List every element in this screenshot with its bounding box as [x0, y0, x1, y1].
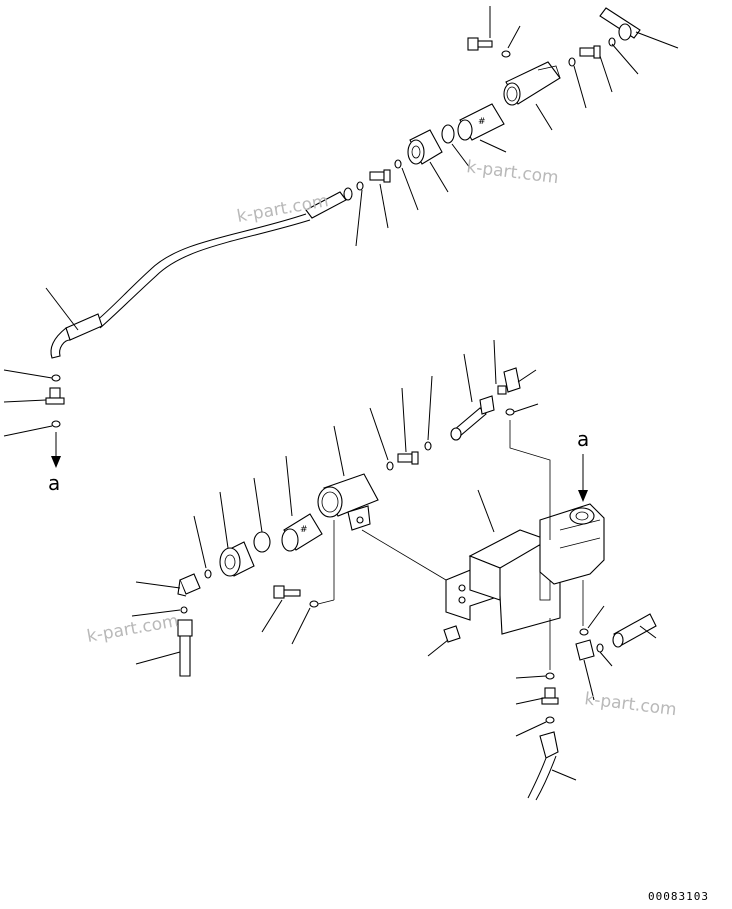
- filter-element-upper: #: [457, 103, 505, 141]
- lower-housing: [317, 473, 379, 531]
- washer-top: [501, 50, 511, 58]
- o-ring-lower-3: [204, 569, 212, 579]
- cap-lower: [219, 541, 255, 577]
- o-ring-upper-4: [356, 181, 364, 191]
- o-ring-upper-2: [608, 37, 616, 47]
- hose-end-top-right: [599, 7, 641, 41]
- fitting-left: [45, 387, 65, 405]
- watermark-2: k-part.com: [465, 157, 559, 188]
- leader-lines-lower: [131, 339, 657, 781]
- svg-text:#: #: [300, 525, 308, 535]
- o-ring-upper-3: [394, 159, 402, 169]
- fitting-lower-1: [397, 451, 419, 465]
- lower-assembly: #: [131, 339, 657, 801]
- upper-housing: [503, 61, 561, 106]
- o-ring-bottom-2: [545, 716, 555, 724]
- o-ring-lower-top: [505, 408, 515, 416]
- o-ring-lower-4: [180, 606, 188, 614]
- seal-ring-upper: [441, 124, 455, 144]
- pump-body: [539, 503, 605, 585]
- watermark-3: k-part.com: [85, 611, 180, 647]
- hose-bottom: [527, 731, 559, 801]
- svg-text:#: #: [478, 117, 486, 127]
- seal-ring-lower: [253, 531, 271, 553]
- upper-assembly: #: [3, 6, 679, 495]
- o-ring-left-1: [51, 374, 61, 382]
- valve-bracket: [445, 529, 561, 635]
- elbow-right: [575, 639, 595, 661]
- hose-upper: [50, 187, 353, 359]
- bolt-lower: [273, 585, 301, 599]
- connection-lines: [317, 420, 584, 670]
- hose-lower-left: [177, 619, 193, 677]
- cap-upper: [407, 129, 443, 165]
- filter-element-lower: #: [281, 513, 323, 552]
- o-ring-lower-1: [424, 441, 432, 451]
- nut-lower: [443, 625, 461, 643]
- o-ring-upper-1: [568, 57, 576, 67]
- pipe-lower: [450, 395, 495, 441]
- leader-lines-upper: [3, 6, 679, 437]
- drawing-number: 00083103: [648, 890, 709, 903]
- hose-right: [612, 613, 657, 648]
- elbow-lower-left: [177, 573, 201, 597]
- elbow-top: [497, 367, 521, 395]
- o-ring-lower-2: [386, 461, 394, 471]
- o-ring-left-2: [51, 420, 61, 428]
- ref-label-left: a: [48, 471, 60, 495]
- o-ring-right-2: [596, 643, 604, 653]
- watermark-4: k-part.com: [583, 689, 677, 720]
- fitting-upper-2: [369, 169, 391, 183]
- ref-label-right: a: [577, 427, 589, 451]
- o-ring-bottom-1: [545, 672, 555, 680]
- bolt-top: [467, 37, 493, 51]
- washer-lower: [309, 600, 319, 608]
- arrow-right-ref: [578, 454, 588, 502]
- o-ring-right-1: [579, 628, 589, 636]
- fitting-bottom: [541, 687, 559, 705]
- arrow-left-ref: [51, 432, 61, 468]
- fitting-upper-1: [579, 45, 601, 59]
